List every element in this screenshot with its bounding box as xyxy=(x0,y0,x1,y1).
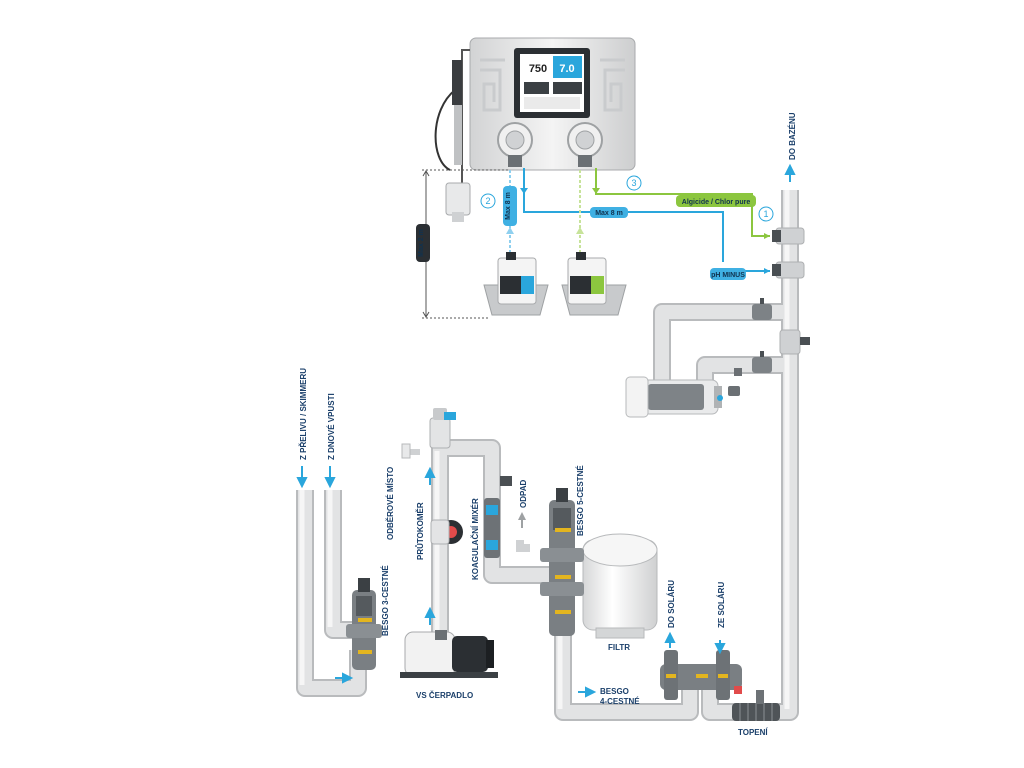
chemical-tank-ph xyxy=(483,252,549,316)
peristaltic-pump-right xyxy=(567,122,603,167)
waste-outlet xyxy=(516,540,530,552)
label-besgo-5: BESGO 5-CESTNÉ xyxy=(576,465,585,536)
svg-text:pH MINUS: pH MINUS xyxy=(711,272,745,279)
vs-pump xyxy=(400,630,498,678)
salt-chlorinator xyxy=(625,368,742,418)
sand-filter xyxy=(582,533,658,639)
peristaltic-pump-left xyxy=(497,122,533,167)
dosing-controller: 750 7.0 xyxy=(469,37,636,171)
ph-minus-tag: pH MINUS xyxy=(710,268,746,280)
flow-arrows xyxy=(296,163,796,698)
label-topeni: TOPENÍ xyxy=(738,728,768,737)
hose-arrows xyxy=(506,188,770,274)
labels: DO BAZÉNU Z PŘELIVU / SKIMMERU Z DNOVÉ V… xyxy=(299,112,797,737)
svg-text:Algicide / Chlor pure: Algicide / Chlor pure xyxy=(682,199,751,206)
step-1: 1 xyxy=(763,209,768,219)
max-8m-vertical-tag: Max 8 m xyxy=(503,186,517,226)
flowmeter xyxy=(430,519,463,545)
step-markers xyxy=(480,175,774,222)
besgo-4-way-valve xyxy=(660,650,742,700)
label-besgo-4-line1: BESGO xyxy=(600,687,629,696)
label-z-prelivu: Z PŘELIVU / SKIMMERU xyxy=(299,368,308,460)
max-2m-tag: Max 2 m xyxy=(416,224,430,262)
besgo-3-way-valve xyxy=(346,578,382,670)
label-prutokomer: PRŮTOKOMĚR xyxy=(415,502,425,560)
svg-text:Max 8 m: Max 8 m xyxy=(595,210,623,217)
screen-right-value: 7.0 xyxy=(559,63,574,75)
chemical-tank-algicide xyxy=(561,252,627,316)
step-3: 3 xyxy=(631,178,636,188)
label-vs-cerpadlo: VS ČERPADLO xyxy=(416,691,473,700)
label-do-bazenu: DO BAZÉNU xyxy=(788,112,797,160)
svg-text:Max 8 m: Max 8 m xyxy=(505,192,512,220)
label-z-dnove-vpusti: Z DNOVÉ VPUSTI xyxy=(327,393,336,460)
svg-text:Max 2 m: Max 2 m xyxy=(418,229,425,257)
pool-inlet-fittings xyxy=(752,227,810,373)
label-filtr: FILTR xyxy=(608,643,630,652)
label-odpad: ODPAD xyxy=(519,479,528,508)
besgo-5-way-valve xyxy=(540,488,584,636)
sampling-point xyxy=(401,408,456,459)
ph-probe-assembly xyxy=(434,49,471,222)
label-besgo-3: BESGO 3-CESTNÉ xyxy=(381,565,390,636)
label-besgo-4-line2: 4-CESTNÉ xyxy=(600,697,640,706)
label-odberove-misto: ODBĚROVÉ MÍSTO xyxy=(386,467,395,540)
screen-left-value: 750 xyxy=(529,63,547,75)
step-2: 2 xyxy=(485,196,490,206)
heater xyxy=(732,690,780,721)
label-ze-solaru: ZE SOLÁRU xyxy=(717,582,726,628)
coagulation-mixer xyxy=(484,476,512,558)
label-do-solaru: DO SOLÁRU xyxy=(667,580,676,628)
max-8m-horizontal-tag: Max 8 m xyxy=(590,207,628,218)
algicide-tag: Algicide / Chlor pure xyxy=(676,195,756,207)
label-koagulacni-mixer: KOAGULAČNÍ MIXÉR xyxy=(471,498,480,580)
